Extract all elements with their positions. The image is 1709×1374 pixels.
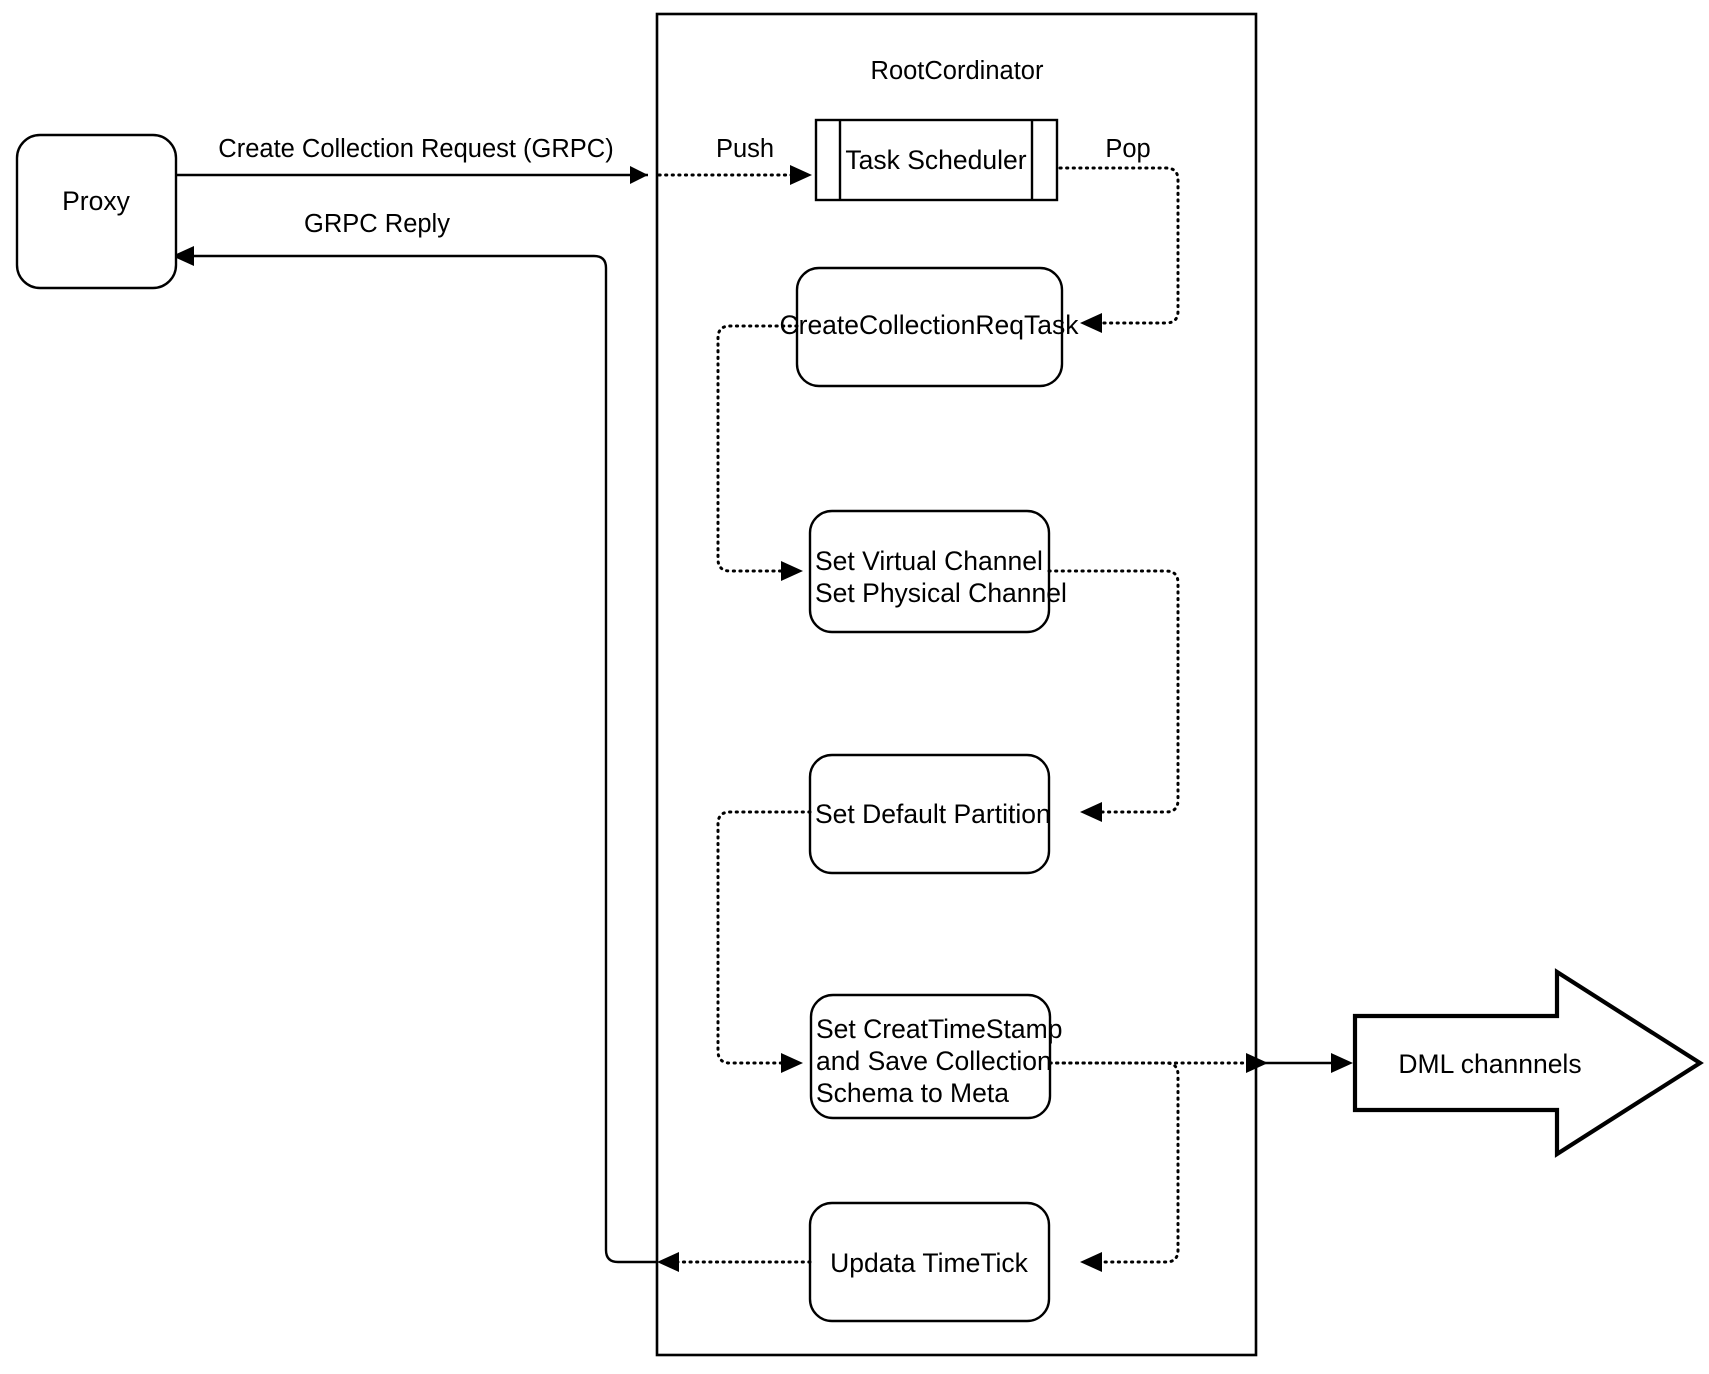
container-title-root-cordinator: RootCordinator — [871, 57, 1044, 85]
node-label-task-scheduler: Task Scheduler — [845, 145, 1026, 175]
arrowhead-timestamp-to-timetick — [1080, 1252, 1102, 1272]
node-create-collection-req-task[interactable]: CreateCollectionReqTask — [779, 266, 1079, 388]
node-dml-channels[interactable]: DML channnels — [1352, 968, 1704, 1158]
edge-create-collection-request — [177, 166, 648, 184]
node-label-set-create-timestamp-line1: Set CreatTimeStamp — [816, 1014, 1062, 1044]
node-set-create-timestamp[interactable]: Set CreatTimeStamp and Save Collection S… — [809, 993, 1062, 1120]
edge-timetick-to-boundary — [657, 1252, 812, 1272]
arrowhead-push — [790, 165, 812, 185]
arrowhead-create-collection-request — [630, 166, 648, 184]
edge-grpc-reply — [172, 246, 657, 1264]
node-set-default-partition[interactable]: Set Default Partition — [808, 753, 1051, 875]
node-label-update-timetick: Updata TimeTick — [830, 1248, 1029, 1278]
arrowhead-timetick-to-boundary — [657, 1252, 679, 1272]
node-label-create-collection-req-task: CreateCollectionReqTask — [779, 310, 1079, 340]
edge-label-push: Push — [716, 135, 774, 163]
node-set-channels[interactable]: Set Virtual Channel Set Physical Channel — [808, 509, 1067, 634]
node-label-dml-channels: DML channnels — [1398, 1049, 1581, 1079]
edge-partition-to-timestamp — [716, 810, 812, 1073]
root-cordinator-container — [655, 12, 1258, 1357]
node-label-set-create-timestamp-line3: Schema to Meta — [816, 1078, 1009, 1108]
edge-label-grpc-reply: GRPC Reply — [304, 210, 450, 238]
node-label-set-create-timestamp-line2: and Save Collection — [816, 1046, 1052, 1076]
arrowhead-partition-to-timestamp — [781, 1053, 803, 1073]
node-task-scheduler[interactable]: Task Scheduler — [814, 118, 1059, 202]
edge-label-pop: Pop — [1105, 135, 1150, 163]
edge-timestamp-to-timetick — [1048, 1061, 1180, 1272]
arrowhead-pop — [1080, 313, 1102, 333]
arrowhead-grpc-reply — [172, 246, 194, 266]
arrowhead-timestamp-to-dml — [1331, 1053, 1353, 1073]
arrowhead-channels-to-partition — [1080, 802, 1102, 822]
edge-task-to-channels — [716, 324, 803, 581]
edge-channels-to-partition — [1047, 569, 1180, 822]
arrowhead-task-to-channels — [781, 561, 803, 581]
node-update-timetick[interactable]: Updata TimeTick — [808, 1201, 1051, 1323]
edge-pop — [1058, 166, 1180, 333]
node-proxy[interactable]: Proxy — [15, 133, 178, 290]
node-label-set-default-partition: Set Default Partition — [815, 799, 1051, 829]
node-label-set-physical-channel: Set Physical Channel — [815, 578, 1067, 608]
node-label-set-virtual-channel: Set Virtual Channel — [815, 546, 1043, 576]
edge-label-create-collection-request: Create Collection Request (GRPC) — [218, 135, 613, 163]
edge-push — [657, 165, 812, 185]
node-label-proxy: Proxy — [62, 186, 130, 216]
